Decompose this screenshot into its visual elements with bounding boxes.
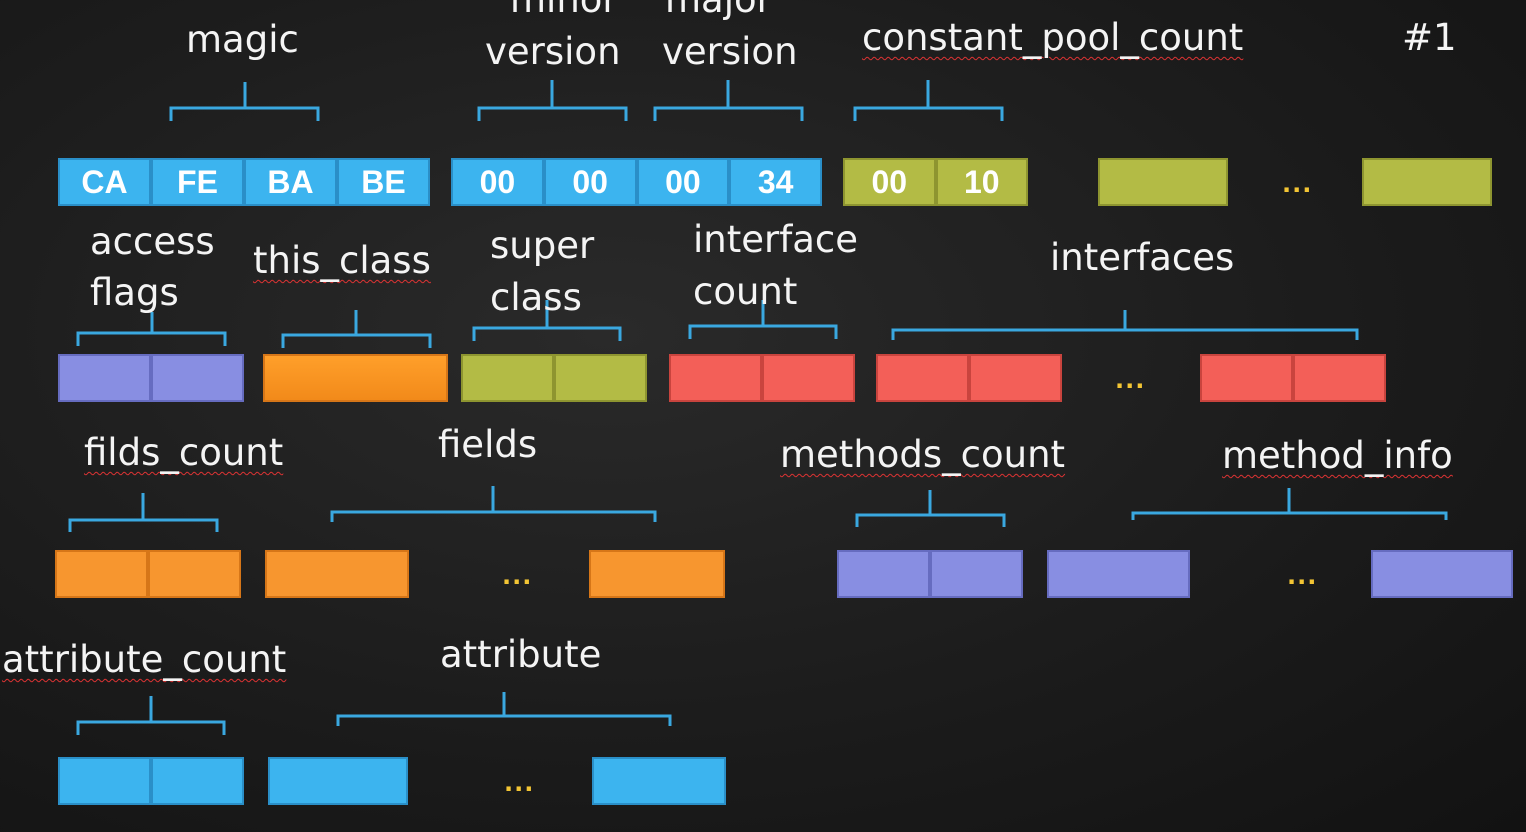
byte-cell: FE	[151, 158, 244, 206]
label-interface-count-2: count	[693, 270, 798, 313]
method-entry	[1047, 550, 1190, 598]
brace-super-class	[472, 300, 622, 341]
ellipsis: ...	[504, 769, 535, 797]
attribute-count-bytes	[58, 757, 244, 805]
cell	[1098, 158, 1228, 206]
version-bytes: 00 00 00 34	[451, 158, 822, 206]
attribute-entry	[592, 757, 726, 805]
cell	[669, 354, 762, 402]
cell	[1200, 354, 1293, 402]
byte-cell: BA	[244, 158, 337, 206]
constant-pool-count-bytes: 00 10	[843, 158, 1028, 206]
byte-cell: CA	[58, 158, 151, 206]
super-class-bytes	[461, 354, 647, 402]
label-minor-version-1: minor	[510, 0, 618, 26]
cell	[151, 354, 244, 402]
brace-attribute	[336, 692, 672, 726]
byte-cell: 34	[729, 158, 822, 206]
label-methods-count: methods_count	[780, 433, 1066, 476]
attribute-entry	[268, 757, 408, 805]
label-cp-index: #1	[1402, 16, 1457, 59]
cell	[268, 757, 408, 805]
cell	[58, 354, 151, 402]
constant-pool-entry	[1362, 158, 1492, 206]
interface-count-bytes	[669, 354, 855, 402]
cell	[554, 354, 647, 402]
brace-constant-pool-count	[853, 80, 1004, 121]
cell	[592, 757, 726, 805]
access-flags-bytes	[58, 354, 244, 402]
cell	[876, 354, 969, 402]
byte-cell: BE	[337, 158, 430, 206]
field-entry	[265, 550, 409, 598]
cell	[1371, 550, 1513, 598]
cell	[589, 550, 725, 598]
cell	[265, 550, 409, 598]
brace-major-version	[653, 80, 804, 121]
cell	[1047, 550, 1190, 598]
cell	[930, 550, 1023, 598]
methods-count-bytes	[837, 550, 1023, 598]
label-major-version-1: major	[665, 0, 772, 26]
brace-fields-count	[68, 493, 219, 532]
label-constant-pool-count: constant_pool_count	[862, 16, 1244, 59]
label-access-flags-2: flags	[90, 271, 179, 314]
label-attribute-count: attribute_count	[2, 638, 287, 681]
brace-fields	[330, 486, 657, 522]
brace-minor-version	[477, 80, 628, 121]
byte-cell: 00	[451, 158, 544, 206]
ellipsis: ...	[1287, 562, 1318, 590]
interface-entry	[876, 354, 1062, 402]
label-magic: magic	[186, 18, 299, 61]
brace-magic	[169, 82, 320, 121]
cell	[762, 354, 855, 402]
this-class-bytes	[263, 354, 448, 402]
brace-access-flags	[76, 312, 227, 346]
ellipsis: ...	[1282, 170, 1313, 198]
interface-entry	[1200, 354, 1386, 402]
label-major-version-2: version	[662, 30, 798, 73]
label-this-class: this_class	[253, 239, 431, 282]
label-super-class-1: super	[490, 224, 595, 267]
label-interface-count-1: interface	[693, 218, 859, 261]
cell	[461, 354, 554, 402]
label-access-flags-1: access	[90, 220, 215, 263]
fields-count-bytes	[55, 550, 241, 598]
cell	[263, 354, 448, 402]
cell	[58, 757, 151, 805]
ellipsis: ...	[1115, 366, 1146, 394]
byte-cell: 00	[636, 158, 730, 206]
field-entry	[589, 550, 725, 598]
cell	[837, 550, 930, 598]
cell	[148, 550, 241, 598]
brace-attribute-count	[76, 696, 226, 735]
label-fields-count: filds_count	[84, 431, 284, 474]
constant-pool-entry	[1098, 158, 1228, 206]
byte-cell: 10	[935, 158, 1028, 206]
byte-cell: 00	[543, 158, 637, 206]
label-super-class-2: class	[490, 276, 582, 319]
brace-methods-count	[855, 490, 1006, 527]
label-fields: fields	[438, 423, 538, 466]
byte-cell: 00	[843, 158, 936, 206]
cell	[1293, 354, 1386, 402]
label-interfaces: interfaces	[1050, 236, 1235, 279]
label-method-info: method_info	[1222, 434, 1453, 477]
label-minor-version-2: version	[485, 30, 621, 73]
cell	[151, 757, 244, 805]
cell	[55, 550, 148, 598]
cell	[969, 354, 1062, 402]
label-attribute: attribute	[440, 633, 602, 676]
magic-bytes: CA FE BA BE	[58, 158, 430, 206]
brace-interfaces	[891, 310, 1359, 340]
cell	[1362, 158, 1492, 206]
method-entry	[1371, 550, 1513, 598]
brace-method-info	[1131, 488, 1448, 520]
brace-this-class	[281, 310, 432, 348]
ellipsis: ...	[502, 562, 533, 590]
brace-interface-count	[688, 300, 838, 339]
